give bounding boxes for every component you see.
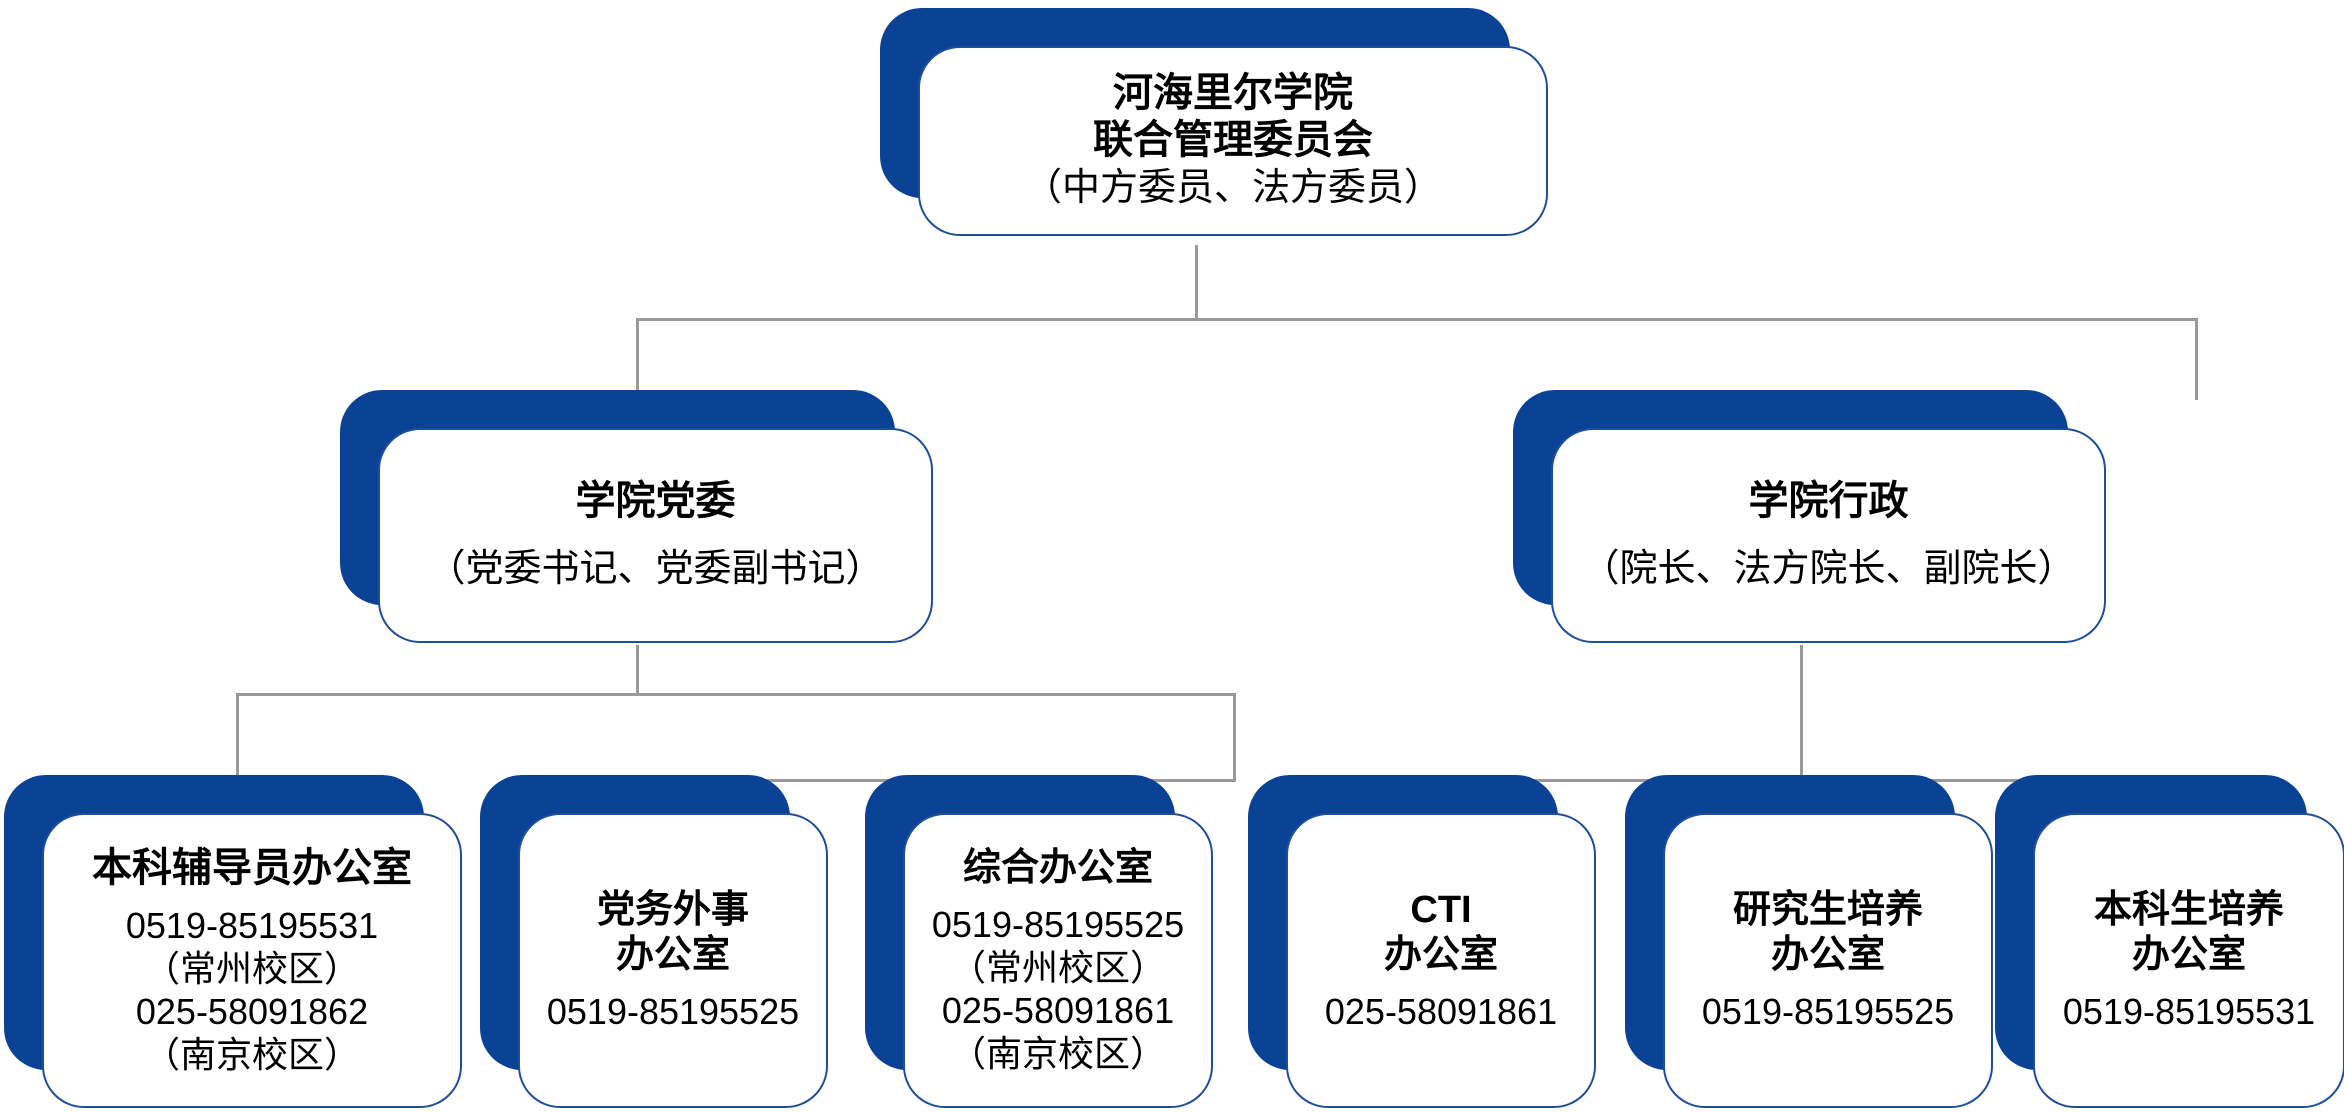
connector-party-bus (236, 693, 1236, 696)
node-party-committee[interactable]: 学院党委 （党委书记、党委副书记） (340, 390, 933, 643)
connector-level2-bus (636, 318, 2198, 321)
node-title: CTI 办公室 (1383, 889, 1498, 976)
connector-root-stem (1195, 245, 1198, 320)
connector-party-child1-drop (236, 693, 239, 779)
node-subtitle: 0519-85195531 (2062, 990, 2316, 1032)
connector-party-inner-stem (1233, 693, 1236, 781)
connector-admin-stem (1800, 645, 1803, 781)
node-subtitle: 0519-85195525 (1701, 990, 1955, 1032)
node-title: 河海里尔学院 联合管理委员会 (1093, 71, 1373, 163)
node-subtitle: （中方委员、法方委员） (1023, 167, 1442, 210)
connector-level2-left-drop (636, 318, 639, 400)
node-undergrad-counselor-office[interactable]: 本科辅导员办公室 0519-85195531 （常州校区） 025-580918… (4, 775, 462, 1108)
node-subtitle: （党委书记、党委副书记） (427, 548, 884, 591)
node-card: 党务外事 办公室 0519-85195525 (518, 813, 828, 1108)
connector-party-stem (636, 645, 639, 695)
node-title: 学院党委 (575, 479, 736, 524)
node-card: CTI 办公室 025-58091861 (1286, 813, 1596, 1108)
node-subtitle: 0519-85195525 (546, 990, 800, 1032)
node-subtitle: 0519-85195525 （常州校区） 025-58091861 （南京校区） (931, 903, 1185, 1075)
node-title: 本科生培养 办公室 (2093, 889, 2284, 976)
node-title: 学院行政 (1748, 479, 1909, 524)
node-root[interactable]: 河海里尔学院 联合管理委员会 （中方委员、法方委员） (880, 8, 1548, 236)
node-title: 综合办公室 (962, 846, 1153, 889)
node-card: 学院党委 （党委书记、党委副书记） (378, 428, 933, 643)
node-subtitle: 025-58091861 (1324, 990, 1558, 1032)
node-card: 学院行政 （院长、法方院长、副院长） (1551, 428, 2106, 643)
node-subtitle: （院长、法方院长、副院长） (1581, 548, 2076, 591)
node-party-foreign-affairs-office[interactable]: 党务外事 办公室 0519-85195525 (480, 775, 828, 1108)
node-title: 本科辅导员办公室 (92, 845, 412, 890)
node-undergraduate-training-office[interactable]: 本科生培养 办公室 0519-85195531 (1995, 775, 2344, 1108)
node-cti-office[interactable]: CTI 办公室 025-58091861 (1248, 775, 1596, 1108)
node-subtitle: 0519-85195531 （常州校区） 025-58091862 （南京校区） (125, 904, 379, 1076)
node-card: 本科辅导员办公室 0519-85195531 （常州校区） 025-580918… (42, 813, 462, 1108)
node-general-office[interactable]: 综合办公室 0519-85195525 （常州校区） 025-58091861 … (865, 775, 1213, 1108)
node-college-administration[interactable]: 学院行政 （院长、法方院长、副院长） (1513, 390, 2106, 643)
node-title: 研究生培养 办公室 (1732, 889, 1923, 976)
node-title: 党务外事 办公室 (596, 889, 749, 976)
node-card: 综合办公室 0519-85195525 （常州校区） 025-58091861 … (903, 813, 1213, 1108)
node-card: 本科生培养 办公室 0519-85195531 (2033, 813, 2344, 1108)
node-card: 研究生培养 办公室 0519-85195525 (1663, 813, 1993, 1108)
node-graduate-training-office[interactable]: 研究生培养 办公室 0519-85195525 (1625, 775, 1993, 1108)
node-card: 河海里尔学院 联合管理委员会 （中方委员、法方委员） (918, 46, 1548, 236)
connector-level2-right-drop (2195, 318, 2198, 400)
